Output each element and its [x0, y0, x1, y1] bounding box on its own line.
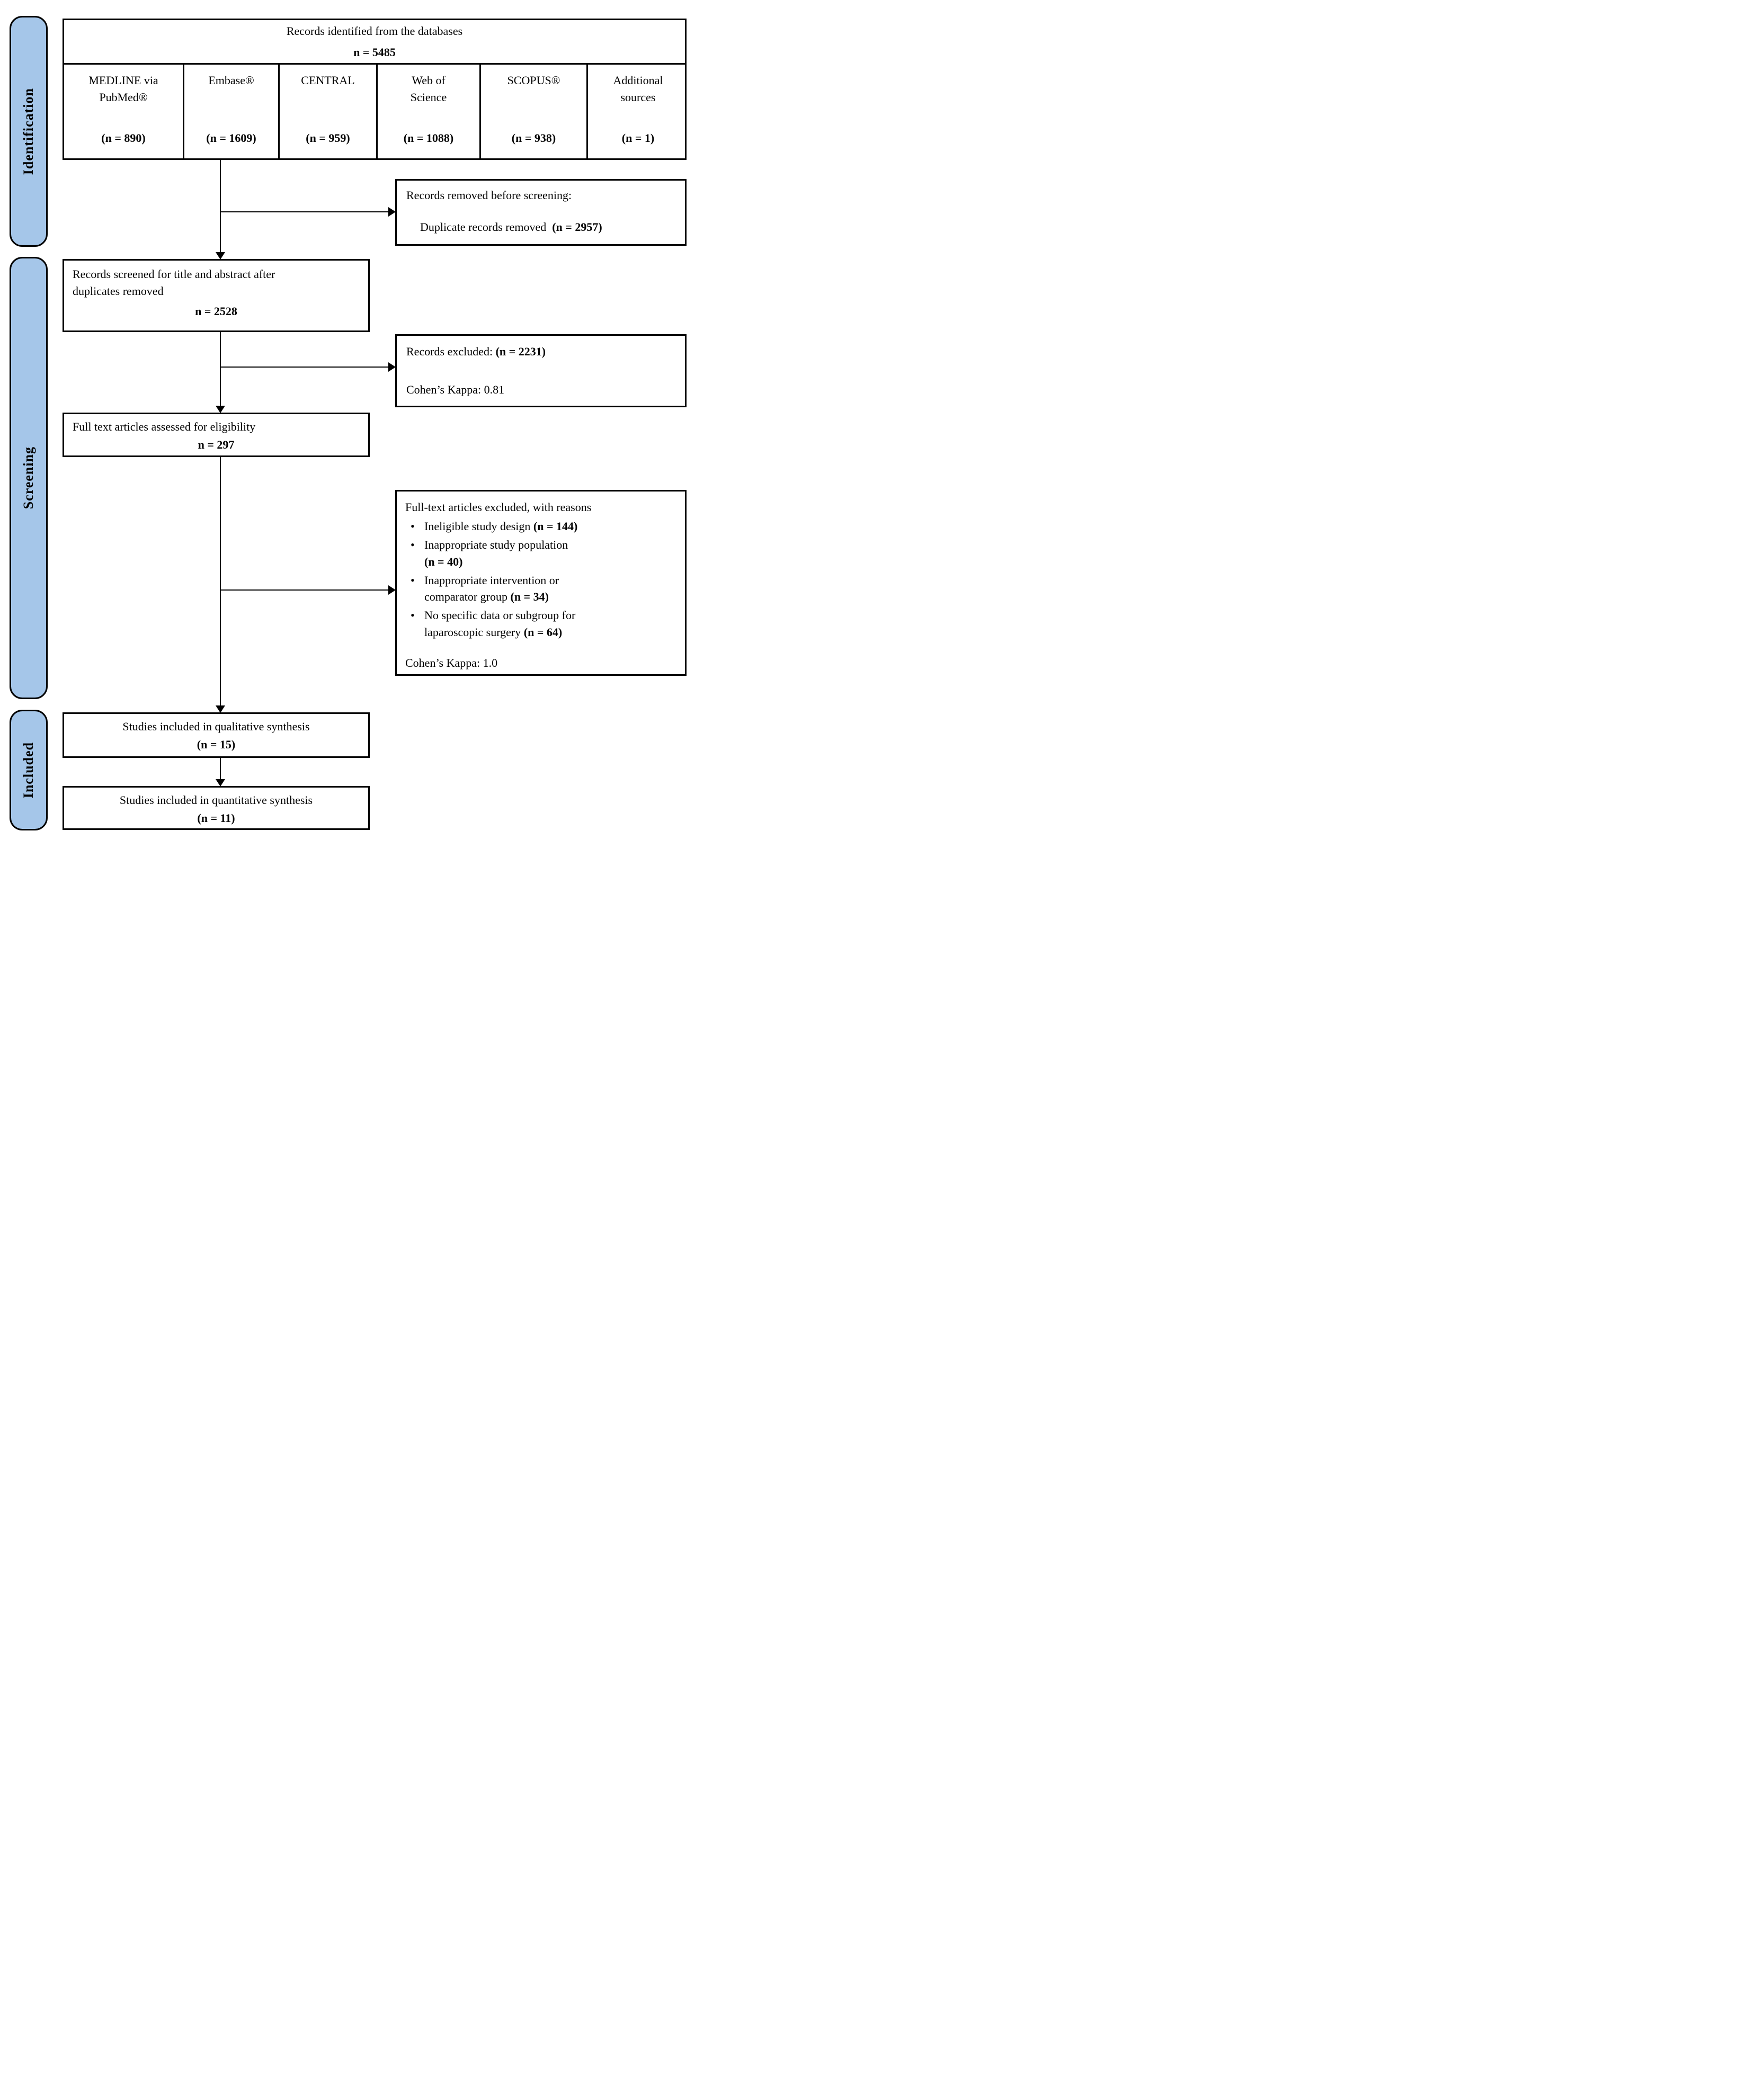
flow-arrow-right [388, 207, 396, 217]
flow-arrow-down [216, 779, 225, 787]
bullet-icon: • [411, 519, 415, 533]
database-count: (n = 1) [621, 131, 655, 145]
records-excluded-title: Records excluded: (n = 2231) [406, 345, 546, 358]
database-name: Embase® [208, 74, 254, 87]
bullet-icon: • [411, 538, 415, 551]
quantitative-synthesis-count: (n = 11) [197, 811, 235, 825]
reason-item: • Inappropriate intervention or comparat… [405, 572, 676, 606]
flow-line-qualitative-to-quantitative [220, 758, 221, 780]
flow-arrow-down [216, 705, 225, 713]
full-text-excluded-kappa: Cohen’s Kappa: 1.0 [405, 656, 498, 670]
stage-screening: Screening [10, 257, 48, 699]
flow-line-fulltext-to-qualitative [220, 457, 221, 706]
stage-included-label: Included [21, 741, 36, 799]
records-identified-header: Records identified from the databases n … [64, 20, 685, 65]
stage-included: Included [10, 710, 48, 830]
quantitative-synthesis-box: Studies included in quantitative synthes… [63, 786, 370, 830]
flow-arrow-right [388, 585, 396, 595]
flow-arrow-down [216, 406, 225, 413]
stage-screening-label: Screening [21, 446, 36, 510]
full-text-excluded-title: Full-text articles excluded, with reason… [405, 501, 592, 514]
flow-line-to-fulltext-excluded [220, 589, 388, 591]
database-column-medline: MEDLINE via PubMed® (n = 890) [64, 65, 183, 158]
records-removed-item: Duplicate records removed (n = 2957) [420, 220, 602, 234]
full-text-excluded-reasons: • Ineligible study design (n = 144) • In… [405, 518, 676, 641]
qualitative-synthesis-count: (n = 15) [197, 737, 236, 751]
bullet-icon: • [411, 573, 415, 587]
flow-arrow-down [216, 252, 225, 260]
records-removed-title: Records removed before screening: [406, 189, 572, 202]
database-count: (n = 1088) [403, 131, 454, 145]
flow-line-screened-to-fulltext [220, 332, 221, 406]
database-count: (n = 890) [101, 131, 146, 145]
prisma-flow-diagram: Identification Screening Included Record… [0, 0, 706, 840]
database-count: (n = 959) [306, 131, 350, 145]
database-count: (n = 938) [511, 131, 556, 145]
reason-item: • Inappropriate study population (n = 40… [405, 537, 676, 570]
bullet-icon: • [411, 609, 415, 622]
database-name: Additional sources [613, 74, 663, 104]
database-column-additional: Additional sources (n = 1) [586, 65, 688, 158]
records-excluded-kappa: Cohen’s Kappa: 0.81 [406, 383, 505, 397]
records-screened-text: Records screened for title and abstract … [73, 267, 275, 298]
records-screened-count: n = 2528 [195, 304, 237, 318]
qualitative-synthesis-text: Studies included in qualitative synthesi… [122, 720, 310, 733]
full-text-assessed-text: Full text articles assessed for eligibil… [73, 420, 256, 433]
database-columns: MEDLINE via PubMed® (n = 890) Embase® (n… [64, 65, 685, 158]
database-name: CENTRAL [301, 74, 355, 87]
database-count: (n = 1609) [206, 131, 256, 145]
records-excluded-box: Records excluded: (n = 2231) Cohen’s Kap… [395, 334, 687, 407]
full-text-assessed-count: n = 297 [198, 437, 235, 451]
database-column-scopus: SCOPUS® (n = 938) [479, 65, 586, 158]
records-identified-box: Records identified from the databases n … [63, 19, 687, 160]
reason-item: • Ineligible study design (n = 144) [405, 518, 676, 535]
database-name: SCOPUS® [507, 74, 560, 87]
reason-item: • No specific data or subgroup for lapar… [405, 607, 676, 641]
database-column-web-of-science: Web of Science (n = 1088) [376, 65, 479, 158]
flow-line-to-removed [220, 211, 388, 212]
database-column-embase: Embase® (n = 1609) [183, 65, 278, 158]
qualitative-synthesis-box: Studies included in qualitative synthesi… [63, 712, 370, 758]
full-text-assessed-box: Full text articles assessed for eligibil… [63, 413, 370, 457]
stage-identification: Identification [10, 16, 48, 247]
records-identified-title: Records identified from the databases [286, 24, 463, 38]
full-text-excluded-box: Full-text articles excluded, with reason… [395, 490, 687, 676]
database-name: Web of Science [410, 74, 447, 104]
records-identified-count: n = 5485 [353, 45, 396, 59]
database-column-central: CENTRAL (n = 959) [278, 65, 376, 158]
quantitative-synthesis-text: Studies included in quantitative synthes… [119, 793, 313, 807]
flow-line-to-excluded [220, 367, 388, 368]
flow-arrow-right [388, 362, 396, 372]
records-removed-box: Records removed before screening: Duplic… [395, 179, 687, 246]
stage-identification-label: Identification [21, 87, 36, 175]
database-name: MEDLINE via PubMed® [88, 74, 158, 104]
records-screened-box: Records screened for title and abstract … [63, 259, 370, 332]
flow-line-identified-to-screened [220, 160, 221, 253]
